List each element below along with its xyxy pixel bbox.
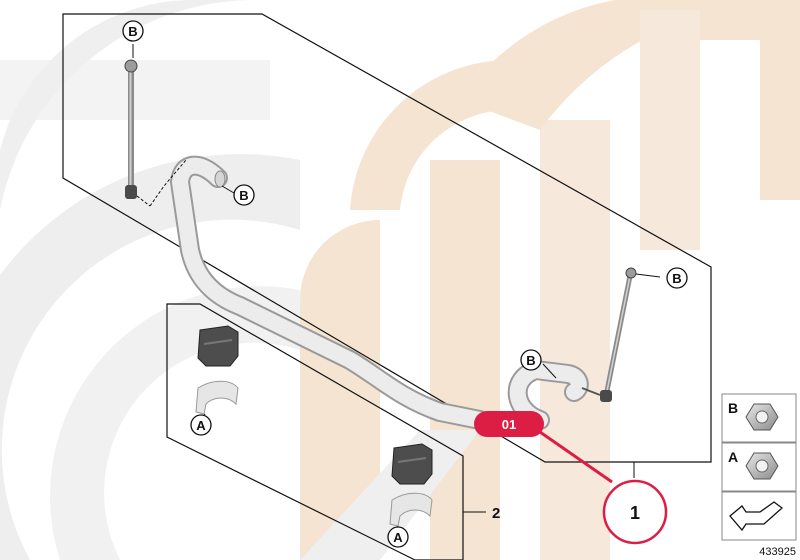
- diagram-id: 433925: [759, 546, 796, 558]
- callout-b-right-link: B: [666, 267, 688, 289]
- upper-bracket: [195, 380, 239, 421]
- stabilizer-bar: [170, 155, 589, 430]
- svg-text:A: A: [728, 449, 738, 465]
- callout-a-lower: A: [387, 526, 409, 548]
- callout-b-left-bracket: B: [233, 184, 255, 206]
- svg-text:B: B: [526, 353, 535, 368]
- arrow-icon: [729, 501, 784, 532]
- part-tag[interactable]: 01: [474, 411, 613, 484]
- upper-bushing: [197, 325, 239, 367]
- assembly-outline: [62, 13, 712, 463]
- legend-nut-a: A: [721, 442, 797, 492]
- svg-text:B: B: [128, 24, 137, 39]
- svg-text:B: B: [672, 271, 681, 286]
- kit-outline: [166, 303, 464, 560]
- svg-text:01: 01: [502, 417, 516, 432]
- callout-a-upper: A: [190, 414, 212, 436]
- callout-b-right-bracket: B: [520, 349, 542, 371]
- svg-text:1: 1: [630, 503, 640, 523]
- legend-arrow-box[interactable]: [721, 491, 797, 541]
- svg-text:B: B: [728, 400, 738, 416]
- callout-b-top: B: [122, 20, 144, 42]
- svg-text:B: B: [239, 188, 248, 203]
- leader-lines: [221, 185, 557, 513]
- item-number-2: 2: [492, 505, 500, 522]
- svg-text:A: A: [393, 530, 403, 545]
- item-number-1[interactable]: 1: [602, 462, 668, 545]
- right-link-rod: [581, 267, 661, 402]
- legend-nut-b: B: [721, 393, 797, 443]
- left-link-rod: [124, 44, 187, 207]
- lower-bushing: [391, 443, 433, 485]
- svg-text:A: A: [196, 418, 206, 433]
